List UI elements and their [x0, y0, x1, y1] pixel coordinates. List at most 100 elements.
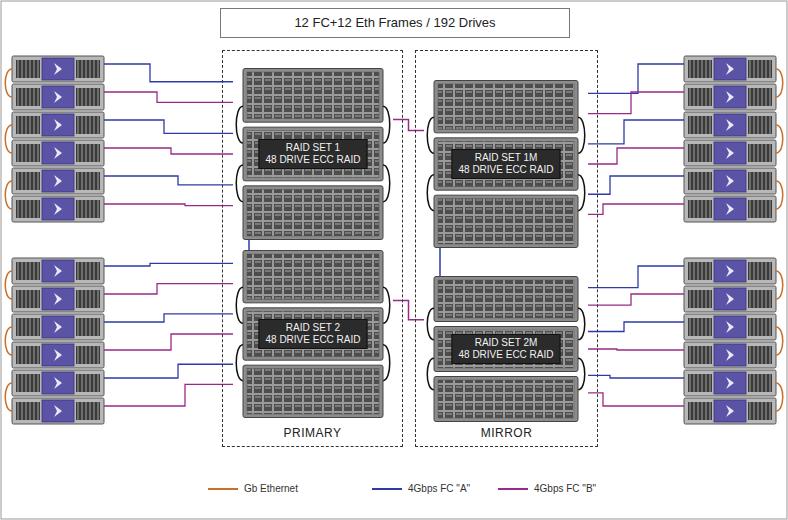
- server-grill: [688, 374, 712, 392]
- server-panel: [714, 344, 746, 366]
- fc-connector: [393, 300, 424, 319]
- ethernet-link: [776, 383, 783, 411]
- enclosure-cable: [427, 308, 434, 340]
- server-grill: [76, 290, 100, 308]
- raid-description: 48 DRIVE ECC RAID: [265, 334, 360, 346]
- server-logo: [54, 405, 62, 417]
- server-grill: [748, 290, 772, 308]
- server-logo: [726, 377, 734, 389]
- fc-b-link: [104, 92, 233, 102]
- server-grill: [76, 144, 100, 162]
- raid-name: RAID SET 1M: [458, 152, 553, 164]
- group-region: PRIMARYRAID SET 148 DRIVE ECC RAIDRAID S…: [222, 50, 403, 447]
- server-grill: [748, 144, 772, 162]
- fc-b-link: [588, 92, 684, 114]
- server-grill: [748, 60, 772, 78]
- server-chassis: [12, 258, 104, 284]
- fc-a-link: [588, 375, 684, 378]
- server-grill: [748, 374, 772, 392]
- server-chassis: [12, 370, 104, 396]
- fc-b-link: [104, 384, 233, 406]
- server-logo: [54, 203, 62, 215]
- ethernet-link: [776, 125, 783, 153]
- enclosure-cable: [427, 117, 434, 153]
- fc-a-link: [588, 120, 684, 144]
- server-panel: [42, 344, 74, 366]
- server-grill: [76, 88, 100, 106]
- server-grill: [688, 144, 712, 162]
- server-grill: [748, 172, 772, 190]
- server-panel: [714, 198, 746, 220]
- server-grill: [16, 144, 40, 162]
- server-grill: [748, 88, 772, 106]
- ethernet-link: [776, 327, 783, 355]
- drive-bays: [247, 72, 379, 119]
- ethernet-link: [776, 69, 783, 97]
- server-grill: [16, 172, 40, 190]
- server-panel: [42, 372, 74, 394]
- ethernet-link: [5, 327, 12, 355]
- fc-b-link: [588, 349, 684, 350]
- server-panel: [42, 142, 74, 164]
- drive-bays: [247, 311, 379, 356]
- server-grill: [688, 200, 712, 218]
- server-grill: [16, 290, 40, 308]
- drive-bays: [438, 199, 574, 244]
- drive-bays: [438, 84, 574, 129]
- enclosure-cable: [578, 175, 585, 211]
- server-chassis: [684, 398, 776, 424]
- drive-enclosure: [243, 186, 383, 240]
- server-chassis: [12, 56, 104, 82]
- drive-enclosure: [243, 69, 383, 123]
- server-logo: [726, 293, 734, 305]
- group-region: MIRRORRAID SET 1M48 DRIVE ECC RAIDRAID S…: [415, 50, 598, 447]
- enclosure-cable: [578, 117, 585, 153]
- server-logo: [726, 203, 734, 215]
- server-panel: [714, 400, 746, 422]
- server-chassis: [12, 196, 104, 222]
- server-grill: [16, 402, 40, 420]
- enclosure-cable: [236, 345, 243, 381]
- server-panel: [714, 288, 746, 310]
- fc-b-link: [588, 294, 684, 305]
- server-grill: [16, 318, 40, 336]
- label-band: RAID SET 248 DRIVE ECC RAID: [258, 319, 367, 349]
- server-grill: [16, 346, 40, 364]
- fc-a-link: [588, 176, 684, 194]
- server-panel: [714, 170, 746, 192]
- drive-bays: [247, 254, 379, 299]
- server-chassis: [12, 140, 104, 166]
- server-grill: [76, 116, 100, 134]
- server-grill: [748, 346, 772, 364]
- drive-enclosure: [434, 81, 578, 133]
- raid-name: RAID SET 2: [265, 322, 360, 334]
- label-band: RAID SET 1M48 DRIVE ECC RAID: [451, 149, 560, 179]
- fc-b-link: [588, 148, 684, 164]
- server-logo: [54, 63, 62, 75]
- fc-a-link: [104, 176, 233, 185]
- enclosure-cable: [578, 308, 585, 340]
- fc-connector: [393, 120, 424, 131]
- server-logo: [726, 405, 734, 417]
- enclosure-cable: [427, 358, 434, 390]
- server-grill: [748, 318, 772, 336]
- server-logo: [726, 63, 734, 75]
- fc-a-link: [104, 364, 233, 378]
- fc-a-link: [104, 120, 233, 133]
- server-grill: [16, 116, 40, 134]
- raid-array: RAID SET 2M48 DRIVE ECC RAID: [424, 276, 588, 422]
- server-panel: [42, 114, 74, 136]
- server-logo: [726, 321, 734, 333]
- server-grill: [688, 318, 712, 336]
- legend-swatch: [498, 488, 528, 490]
- server-grill: [16, 60, 40, 78]
- server-grill: [688, 290, 712, 308]
- raid-name: RAID SET 2M: [458, 337, 553, 349]
- server-grill: [688, 262, 712, 280]
- server-grill: [16, 374, 40, 392]
- enclosure-cable: [236, 106, 243, 143]
